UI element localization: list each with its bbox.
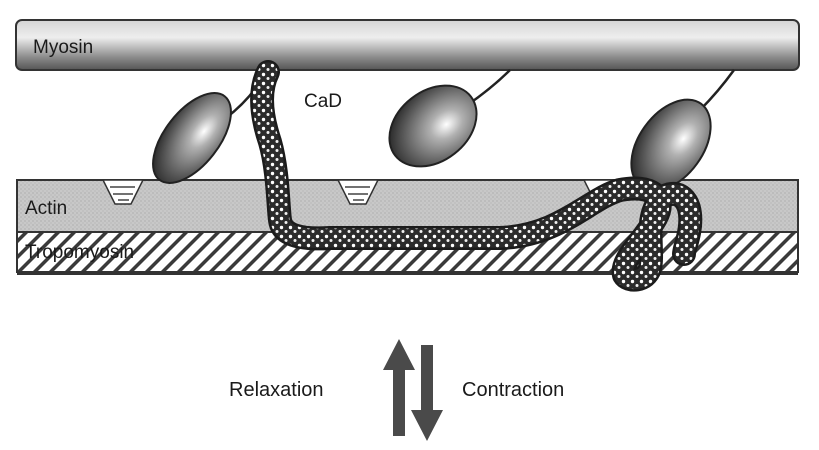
caldesmon-strand: CaD xyxy=(250,60,703,292)
tropomyosin-label: Tropomyosin xyxy=(25,242,134,263)
actin-label: Actin xyxy=(25,198,67,219)
myosin-label: Myosin xyxy=(33,37,93,58)
myosin-head-2 xyxy=(388,69,511,168)
actin-binding-site-1 xyxy=(101,179,145,205)
arrow-down-icon xyxy=(411,345,443,441)
state-arrows: Relaxation Contraction xyxy=(229,339,564,441)
contraction-label: Contraction xyxy=(462,379,564,401)
actin-binding-site-2 xyxy=(336,179,380,205)
myosin-head-1 xyxy=(152,71,268,184)
cad-label: CaD xyxy=(304,91,342,112)
arrow-up-icon xyxy=(383,339,415,436)
relaxation-label: Relaxation xyxy=(229,379,324,401)
myosin-filament: Myosin xyxy=(15,19,800,71)
